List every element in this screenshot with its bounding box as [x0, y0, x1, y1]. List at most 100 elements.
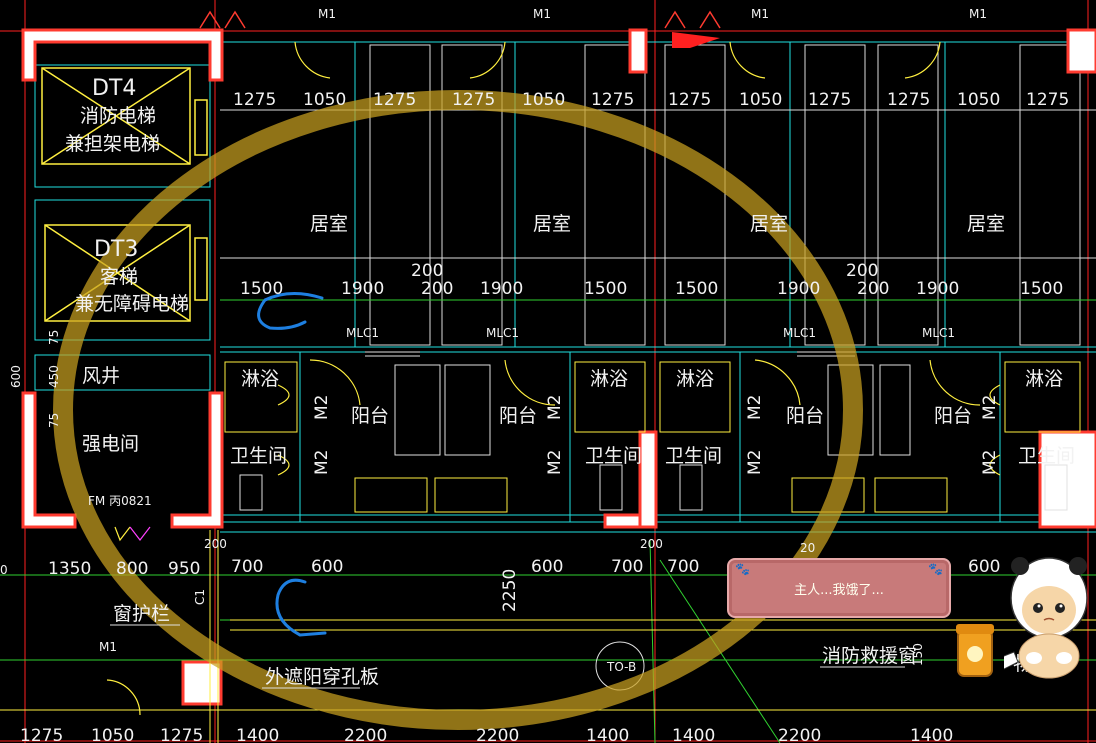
door-label-m2: M2 — [980, 395, 1000, 420]
structural-walls — [21, 28, 1096, 706]
dim-left: 75 — [47, 413, 61, 428]
dim-mid: 200 — [857, 279, 889, 299]
room-label-shower: 淋浴 — [676, 368, 714, 390]
dim-bottom: 1350 — [48, 559, 91, 579]
dim-200: 200 — [411, 261, 443, 281]
dim-top: 1050 — [957, 90, 1000, 110]
door-label-m2: M2 — [545, 450, 565, 475]
dim-bottom: 700 — [667, 557, 699, 577]
dim-200-lower: 200 — [640, 537, 663, 551]
balcony-appliances — [239, 351, 1068, 511]
door-label-mlc1: MLC1 — [486, 326, 519, 340]
dim-200-lower: 200 — [204, 537, 227, 551]
dim-left: 450 — [47, 365, 61, 388]
door-label-fm: FM 丙0821 — [88, 494, 152, 508]
elevator-dt3-line2: 兼无障碍电梯 — [75, 293, 189, 315]
room-label-balcony: 阳台 — [351, 405, 389, 427]
room-label-bedroom: 居室 — [310, 213, 348, 235]
room-label-bedroom: 居室 — [967, 213, 1005, 235]
elevator-dt3-line1: 客梯 — [100, 266, 138, 288]
dim-top: 1275 — [887, 90, 930, 110]
dim-footer: 1400 — [672, 726, 715, 743]
elevator-cars — [41, 67, 208, 322]
dim-top: 1050 — [303, 90, 346, 110]
door-label-m1: M1 — [969, 7, 987, 21]
annotation-rescue-window: 消防救援窗 — [822, 645, 917, 667]
pet-message: 主人...我饿了... — [794, 583, 884, 598]
dim-bottom: 0 — [0, 563, 8, 577]
door-label-m1: M1 — [318, 7, 336, 21]
door-label-m2: M2 — [312, 450, 332, 475]
elevator-id-dt3: DT3 — [94, 237, 138, 262]
annotation-window-rail: 窗护栏 — [113, 603, 170, 625]
dim-mid: 1900 — [480, 279, 523, 299]
dim-footer: 1275 — [20, 726, 63, 743]
dim-bottom: 600 — [968, 557, 1000, 577]
desktop-pet-cat[interactable] — [1004, 552, 1094, 680]
dim-20: 20 — [800, 541, 815, 555]
room-label-bedroom: 居室 — [533, 213, 571, 235]
door-label-m2: M2 — [545, 395, 565, 420]
door-label-m1: M1 — [751, 7, 769, 21]
dim-top: 1275 — [591, 90, 634, 110]
dim-mid: 200 — [421, 279, 453, 299]
dim-bottom: 700 — [611, 557, 643, 577]
dim-bottom: 700 — [231, 557, 263, 577]
dim-footer: 2200 — [778, 726, 821, 743]
dim-footer: 2200 — [476, 726, 519, 743]
dim-footer: 1400 — [586, 726, 629, 743]
paw-icon: 🐾 — [735, 562, 750, 576]
door-label-m1: M1 — [533, 7, 551, 21]
dim-200: 200 — [846, 261, 878, 281]
dim-left: 600 — [9, 365, 23, 388]
room-label-bedroom: 居室 — [750, 213, 788, 235]
room-label-toilet: 卫生间 — [585, 445, 642, 467]
room-label-balcony: 阳台 — [499, 405, 537, 427]
room-label-shower: 淋浴 — [590, 368, 628, 390]
shower-stalls — [224, 361, 1081, 513]
dim-bottom: 950 — [168, 559, 200, 579]
dim-footer: 2200 — [344, 726, 387, 743]
room-label-shaft: 风井 — [82, 365, 120, 387]
dim-footer: 1400 — [910, 726, 953, 743]
dim-top: 1275 — [1026, 90, 1069, 110]
room-label-toilet: 卫生间 — [230, 445, 287, 467]
pet-speech-bubble[interactable]: 🐾 🐾 主人...我饿了... — [727, 558, 951, 618]
elevator-dt4-line2: 兼担架电梯 — [65, 133, 160, 155]
annotation-sunshade: 外遮阳穿孔板 — [265, 666, 379, 688]
dim-mid: 1500 — [584, 279, 627, 299]
door-label-mlc1: MLC1 — [346, 326, 379, 340]
paw-icon: 🐾 — [928, 562, 943, 576]
dim-top: 1275 — [233, 90, 276, 110]
door-label-m2: M2 — [312, 395, 332, 420]
wall-outlines — [34, 41, 1096, 533]
door-label-m2: M2 — [980, 450, 1000, 475]
room-label-balcony: 阳台 — [786, 405, 824, 427]
elevator-dt4-line1: 消防电梯 — [80, 105, 156, 127]
dim-bottom: 800 — [116, 559, 148, 579]
door-label-m2: M2 — [745, 450, 765, 475]
dim-top: 1275 — [373, 90, 416, 110]
dim-mid: 1900 — [777, 279, 820, 299]
dim-footer: 1400 — [236, 726, 279, 743]
pen-mark-annotations — [257, 292, 327, 637]
door-swings — [106, 41, 1001, 716]
red-flag-marker — [672, 32, 720, 48]
dim-top: 1275 — [668, 90, 711, 110]
room-label-elec: 强电间 — [82, 433, 139, 455]
door-label-m2: M2 — [745, 395, 765, 420]
door-label-m1: M1 — [99, 640, 117, 654]
axis-tag-label: TO-B — [606, 660, 636, 674]
food-bag-icon[interactable] — [952, 622, 998, 678]
dim-mid: 1500 — [240, 279, 283, 299]
door-label-mlc1: MLC1 — [922, 326, 955, 340]
dim-left: 75 — [47, 330, 61, 345]
room-label-toilet: 卫生间 — [1018, 445, 1075, 467]
dim-mid: 1900 — [341, 279, 384, 299]
dim-footer: 1050 — [91, 726, 134, 743]
room-label-shower: 淋浴 — [241, 368, 279, 390]
dim-2250: 2250 — [500, 569, 520, 612]
dim-bottom: 600 — [311, 557, 343, 577]
